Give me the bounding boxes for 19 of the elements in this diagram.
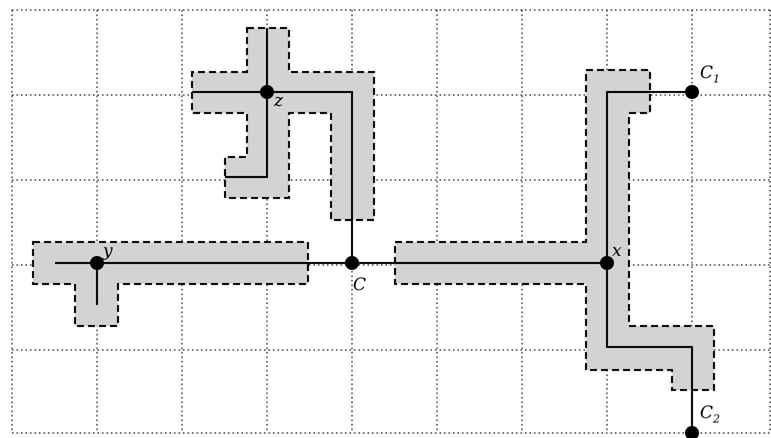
curve-line	[606, 91, 685, 256]
point-label: z	[274, 92, 283, 110]
curve-line	[225, 99, 268, 178]
point-label: y	[103, 242, 113, 260]
curve-line	[266, 28, 268, 85]
curve-line	[192, 91, 260, 93]
curve-line	[104, 262, 345, 264]
curve-line	[359, 262, 600, 264]
point-label: x	[612, 242, 622, 260]
point-dot	[345, 256, 359, 270]
point-label: C$_{1}$	[700, 64, 720, 88]
point-dot	[685, 426, 699, 438]
curve-line	[274, 91, 353, 256]
curve-line	[96, 270, 98, 305]
point-dot	[685, 85, 699, 99]
curve-line	[606, 270, 693, 426]
curve-line	[55, 262, 90, 264]
point-label: C$_{2}$	[700, 404, 720, 428]
point-label: C	[353, 276, 366, 294]
